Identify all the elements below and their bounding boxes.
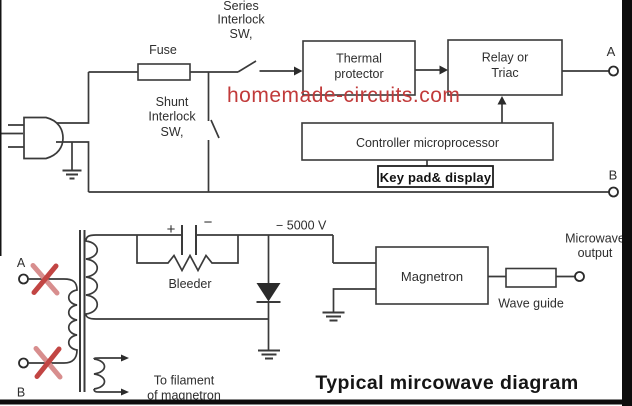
relay-triac-label: Relay or Triac [482,51,529,81]
diagram-title: Typical mircowave diagram [315,372,578,394]
terminal-b-top-circle [608,186,619,198]
svg-text:Shunt: Shunt [156,95,189,109]
voltage-label: − 5000 V [276,219,327,233]
svg-text:Microwave: Microwave [565,232,625,246]
svg-text:protector: protector [334,67,383,81]
diode-ground-icon [258,349,280,360]
magnetron-box [375,246,489,305]
fuse-label: Fuse [149,43,177,57]
arrowhead-icon [497,96,507,105]
terminal-a-top-label: A [607,44,616,59]
mains-ground-icon [62,142,82,180]
bleeder-resistor-symbol [136,235,239,273]
fault-cross-a-icon [30,263,60,296]
terminal-a-bottom-circle [18,273,29,285]
capacitor-minus-label: − [204,214,213,231]
arrowhead-icon [439,65,448,75]
svg-text:Relay or: Relay or [482,51,529,65]
svg-text:Series: Series [223,0,258,13]
hv-top-wire-right [196,234,376,264]
filament-winding [93,354,129,396]
terminal-a-top-circle [608,65,619,77]
svg-text:SW,: SW, [230,27,253,41]
thermal-protector-label: Thermal protector [334,52,383,82]
microwave-output-label: Microwave output [565,232,625,261]
mains-plug-icon [1,116,64,160]
arrowhead-icon [294,66,303,76]
svg-text:Interlock: Interlock [148,110,196,124]
terminal-b-bottom-label: B [17,386,25,400]
svg-text:SW,: SW, [161,125,184,139]
series-interlock-label: Series Interlock SW, [217,0,265,41]
arrowhead-icon [121,388,129,396]
shunt-interlock-label: Shunt Interlock SW, [148,95,196,139]
magnetron-label: Magnetron [401,269,463,284]
svg-text:output: output [578,246,613,260]
svg-text:Interlock: Interlock [217,13,265,27]
capacitor-plus-label: + [167,221,176,238]
terminal-a-bottom-label: A [17,256,26,270]
transformer-core [79,230,86,392]
relay-triac-box [447,39,563,96]
terminal-b-top-label: B [609,168,618,183]
terminal-b-bottom-circle [18,357,29,369]
diode-icon [256,235,281,350]
series-interlock-switch [237,60,303,76]
secondary-winding [85,234,99,320]
watermark-text: homemade-circuits.com [227,84,460,107]
wave-guide-label: Wave guide [498,297,564,311]
capacitor-symbol [181,225,197,255]
fault-cross-b-icon [33,346,63,380]
svg-text:Thermal: Thermal [336,52,382,66]
svg-text:Triac: Triac [491,66,518,80]
svg-text:of magnetron: of magnetron [147,389,221,403]
shunt-interlock-switch [207,72,220,192]
arrowhead-icon [121,354,129,362]
thermal-protector-box [302,40,416,96]
line-wire [57,72,90,124]
keypad-display-box [377,165,494,188]
svg-text:To filament: To filament [154,374,215,388]
wave-guide-box [505,267,557,288]
neutral-wire [56,141,90,192]
magnetron-ground-icon [322,288,376,322]
fuse-symbol [137,63,191,81]
controller-to-relay-arrow [497,96,507,123]
keypad-label: Key pad& display [380,170,492,185]
controller-label: Controller microprocessor [356,136,499,150]
filament-note-label: To filament of magnetron [147,374,221,403]
bleeder-label: Bleeder [168,277,211,291]
microwave-output-terminal [574,271,585,282]
controller-box [301,122,554,161]
primary-winding [63,278,78,364]
thermal-to-relay-arrow [415,65,448,75]
